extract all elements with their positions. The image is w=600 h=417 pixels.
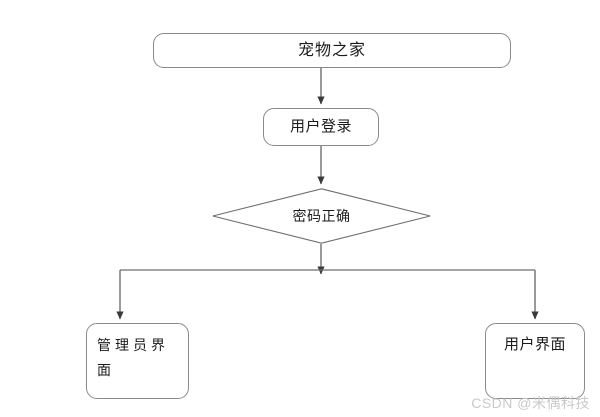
node-root-label: 宠物之家 bbox=[297, 41, 366, 59]
node-user-interface-label: 用户界面 bbox=[503, 336, 566, 353]
node-admin-interface-label: 管理员界面 bbox=[97, 337, 169, 378]
watermark: CSDN @米偶科技 bbox=[471, 395, 590, 411]
node-password-correct-label: 密码正确 bbox=[292, 207, 351, 224]
node-password-correct-decision[interactable]: 密码正确 bbox=[212, 188, 431, 244]
node-user-login[interactable]: 用户登录 bbox=[263, 108, 379, 146]
diamond-shape bbox=[212, 188, 431, 244]
node-root[interactable]: 宠物之家 bbox=[153, 33, 511, 68]
node-user-interface[interactable]: 用户界面 bbox=[485, 323, 585, 399]
node-user-login-label: 用户登录 bbox=[289, 117, 352, 135]
node-admin-interface[interactable]: 管理员界面 bbox=[86, 323, 189, 399]
